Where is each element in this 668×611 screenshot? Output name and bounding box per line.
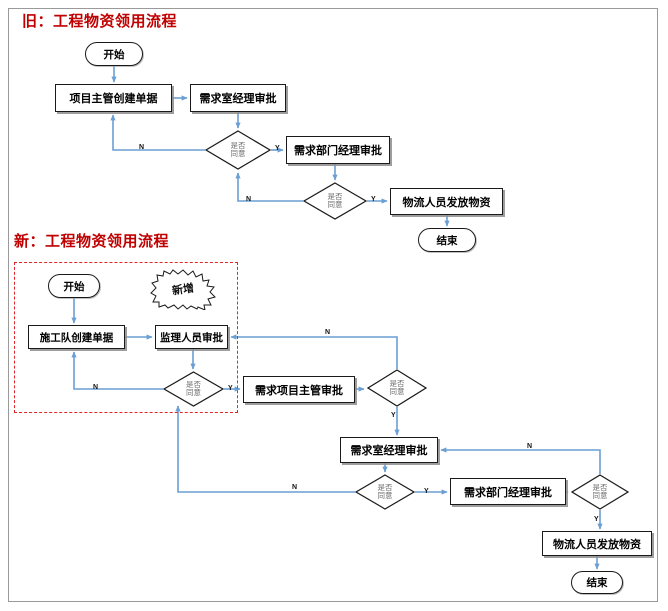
node-new-room-manager-approval[interactable]: 需求室经理审批 [340,437,438,463]
edge-label-new-n4: N [527,443,533,450]
node-new-project-manager-approval[interactable]: 需求项目主管审批 [243,376,355,403]
edge-label-new-y1: Y [228,385,233,392]
edge-label-old-n1: N [139,144,145,151]
old-process-title: 旧：工程物资领用流程 [22,14,178,30]
starburst-icon [150,269,216,311]
node-old-room-manager-approval[interactable]: 需求室经理审批 [190,84,286,112]
edge-label-old-n2: N [246,196,252,203]
node-new-crew-create-document[interactable]: 施工队创建单据 [28,325,125,349]
edge-label-new-n3: N [292,484,298,491]
edge-label-new-y2: Y [391,412,396,419]
node-old-create-document[interactable]: 项目主管创建单据 [55,84,172,112]
node-old-logistics-issue[interactable]: 物流人员发放物资 [390,188,503,215]
node-new-supervisor-approval[interactable]: 监理人员审批 [155,325,228,349]
new-addition-badge: 新增 [150,268,216,311]
page-frame [8,8,658,602]
edge-label-new-n1: N [93,384,99,391]
node-new-end[interactable]: 结束 [571,571,623,594]
node-old-end[interactable]: 结束 [418,228,476,252]
node-old-dept-manager-approval[interactable]: 需求部门经理审批 [286,136,390,164]
edge-label-new-n2: N [325,329,331,336]
node-new-logistics-issue[interactable]: 物流人员发放物资 [542,531,652,556]
node-new-dept-manager-approval[interactable]: 需求部门经理审批 [450,478,566,505]
new-process-title: 新：工程物资领用流程 [14,234,170,250]
edge-label-old-y2: Y [371,196,376,203]
node-old-start[interactable]: 开始 [85,42,143,66]
new-additions-highlight-region [14,262,238,413]
edge-label-new-y4: Y [594,516,599,523]
edge-label-old-y1: Y [275,145,280,152]
edge-label-new-y3: Y [424,488,429,495]
node-new-start[interactable]: 开始 [48,274,100,298]
